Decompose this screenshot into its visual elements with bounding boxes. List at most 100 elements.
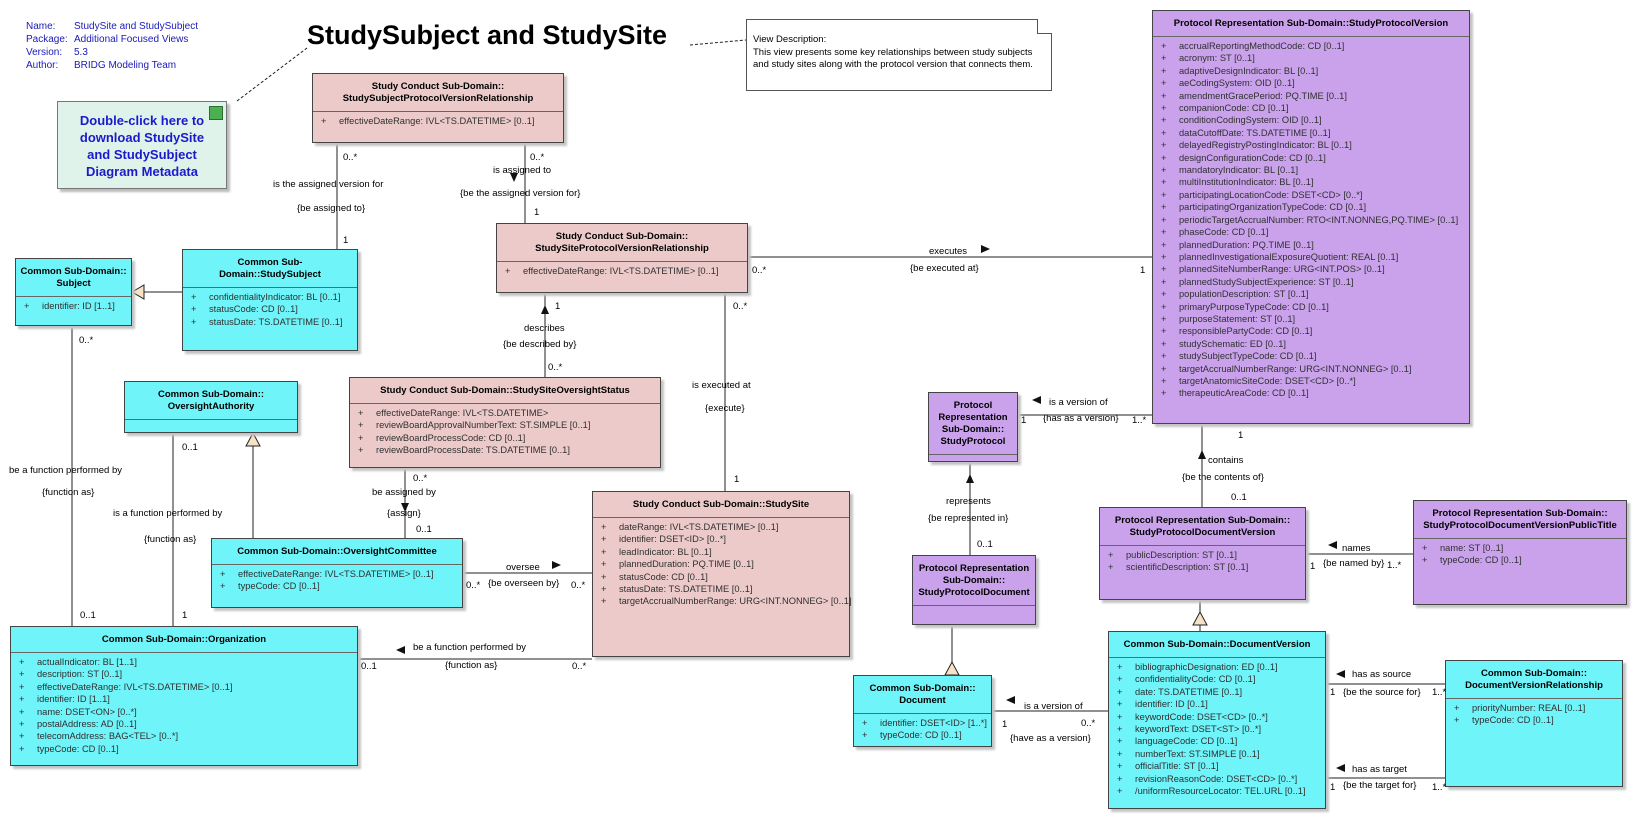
assoc-label: {be executed at} [910,263,979,274]
attribute: +acronym: ST [0..1] [1161,53,1255,64]
attribute: +description: ST [0..1] [19,669,123,680]
class-study-protocol[interactable]: Protocol Representation Sub-Domain:: Stu… [928,392,1018,462]
direction-arrow [1032,396,1041,404]
class-name: Study Conduct Sub-Domain:: StudySiteProt… [535,231,709,254]
visibility-marker: + [1117,748,1123,759]
attribute: +effectiveDateRange: IVL<TS.DATETIME> [0… [220,569,434,579]
assoc-label: be a function performed by [413,642,527,653]
visibility-marker: + [19,669,25,680]
assoc-label: 1 [1310,561,1316,572]
attribute: +primaryPurposeTypeCode: CD [0..1] [1161,301,1329,312]
class-organization[interactable]: Common Sub-Domain::Organization+actualIn… [10,626,358,766]
attribute-list: +dateRange: IVL<TS.DATETIME> [0..1]+iden… [593,517,852,612]
attribute: +delayedRegistryPostingIndicator: BL [0.… [1161,140,1352,151]
visibility-marker: + [1108,562,1114,573]
assoc-label: {function as} [445,660,498,671]
visibility-marker: + [1161,103,1167,114]
assoc-label: {be named by} [1323,558,1385,569]
class-studysite[interactable]: Study Conduct Sub-Domain::StudySite+date… [592,491,852,657]
assoc-label: 1 [1021,415,1027,426]
visibility-marker: + [1117,724,1123,735]
attribute: +keywordText: DSET<ST> [0..*] [1117,724,1262,735]
attribute: +plannedDuration: PQ.TIME [0..1] [1161,239,1314,250]
visibility-marker: + [862,730,868,741]
attribute: +effectiveDateRange: IVL<TS.DATETIME> [0… [321,116,535,126]
assoc-label: 1 [1238,430,1244,441]
attribute: +identifier: ID [0..1] [1117,699,1208,710]
attribute: +telecomAddress: BAG<TEL> [0..*] [19,731,179,742]
class-subject[interactable]: Common Sub-Domain:: Subject+identifier: … [15,258,132,326]
visibility-marker: + [505,266,511,276]
visibility-marker: + [1161,177,1167,188]
class-name: Common Sub-Domain::Organization [101,634,267,645]
attribute: +accrualReportingMethodCode: CD [0..1] [1161,41,1345,51]
attribute: +statusDate: TS.DATETIME [0..1] [191,316,343,327]
meta-package-label: Package: [26,34,68,45]
class-name: Common Sub-Domain::DocumentVersion [1123,639,1311,650]
class-oversight-committee[interactable]: Common Sub-Domain::OversightCommittee+ef… [211,538,463,608]
assoc-label: 1 [734,474,740,485]
attribute: +aeCodingSystem: OID [0..1] [1161,78,1295,89]
class-document-version-relationship[interactable]: Common Sub-Domain:: DocumentVersionRelat… [1445,660,1623,787]
class-studysite-protocolversion-relationship[interactable]: Study Conduct Sub-Domain:: StudySiteProt… [496,223,748,293]
assoc-label: 0..1 [182,442,198,453]
attribute: +targetAccrualNumberRange: URG<INT.NONNE… [1161,363,1412,374]
download-metadata-note[interactable]: Double-click here to download StudySite … [57,101,227,189]
assoc-label: {execute} [705,403,745,414]
attribute: +populationDescription: ST [0..1] [1161,289,1309,300]
attribute-list: +accrualReportingMethodCode: CD [0..1] +a… [1153,36,1469,404]
visibility-marker: + [358,420,364,431]
assoc-label: contains [1208,455,1244,466]
assoc-label: 0..* [548,362,563,373]
visibility-marker: + [1117,736,1123,747]
attribute: +date: TS.DATETIME [0..1] [1117,686,1243,697]
assoc-label: 1 [534,207,540,218]
assoc-label: {be overseen by} [488,578,560,589]
assoc-label: 0..* [413,473,428,484]
visibility-marker: + [601,584,607,595]
class-study-protocol-document[interactable]: Protocol Representation Sub-Domain:: Stu… [912,555,1036,625]
assoc-label: 0..* [572,661,587,672]
class-studysubject[interactable]: Common Sub-Domain::StudySubject+confiden… [182,249,358,351]
assoc-label: {be the target for} [1343,780,1417,791]
visibility-marker: + [1161,301,1167,312]
visibility-marker: + [1108,550,1114,560]
attribute-list: +effectiveDateRange: IVL<TS.DATETIME> [0… [313,111,563,131]
attribute: +keywordCode: DSET<CD> [0..*] [1117,711,1268,722]
attribute-list [929,454,1017,470]
visibility-marker: + [601,596,607,607]
attribute: +bibliographicDesignation: ED [0..1] [1117,662,1278,672]
attribute: +dateRange: IVL<TS.DATETIME> [0..1] [601,522,779,532]
generalization-arrow [944,660,960,676]
visibility-marker: + [358,408,364,418]
assoc-label: 1 [1002,719,1008,730]
class-document-version[interactable]: Common Sub-Domain::DocumentVersion+bibli… [1108,631,1326,809]
class-studysite-oversight-status[interactable]: Study Conduct Sub-Domain::StudySiteOvers… [349,377,661,468]
assoc-label: 0..* [1081,718,1096,729]
class-document[interactable]: Common Sub-Domain:: Document+identifier:… [853,675,992,747]
assoc-label: names [1342,543,1371,554]
class-studysubject-protocolversion-relationship[interactable]: Study Conduct Sub-Domain:: StudySubjectP… [312,73,564,143]
assoc-label: be assigned by [372,487,436,498]
visibility-marker: + [19,694,25,705]
visibility-marker: + [1117,662,1123,672]
class-study-protocol-version[interactable]: Protocol Representation Sub-Domain::Stud… [1152,10,1470,424]
attribute-list: +identifier: ID [1..1] [16,296,131,316]
attribute: +plannedStudySubjectExperience: ST [0..1… [1161,276,1354,287]
class-oversight-authority[interactable]: Common Sub-Domain:: OversightAuthority [124,381,298,433]
visibility-marker: + [1161,78,1167,89]
visibility-marker: + [1454,703,1460,713]
attribute-list: +publicDescription: ST [0..1]+scientific… [1100,545,1305,578]
class-study-protocol-document-version-public-title[interactable]: Protocol Representation Sub-Domain:: Stu… [1413,500,1627,605]
visibility-marker: + [1161,115,1167,126]
class-name: Protocol Representation Sub-Domain:: Stu… [918,563,1030,598]
class-name: Protocol Representation Sub-Domain::Stud… [1173,18,1449,29]
class-study-protocol-document-version[interactable]: Protocol Representation Sub-Domain:: Stu… [1099,507,1306,600]
class-name: Study Conduct Sub-Domain::StudySiteOvers… [380,385,630,396]
visibility-marker: + [1161,202,1167,213]
attribute: +typeCode: CD [0..1] [19,743,119,754]
assoc-label: is a version of [1024,701,1083,712]
class-name: Common Sub-Domain:: OversightAuthority [157,389,265,412]
assoc-label: executes [929,246,968,257]
attribute: +mandatoryIndicator: BL [0..1] [1161,165,1299,176]
